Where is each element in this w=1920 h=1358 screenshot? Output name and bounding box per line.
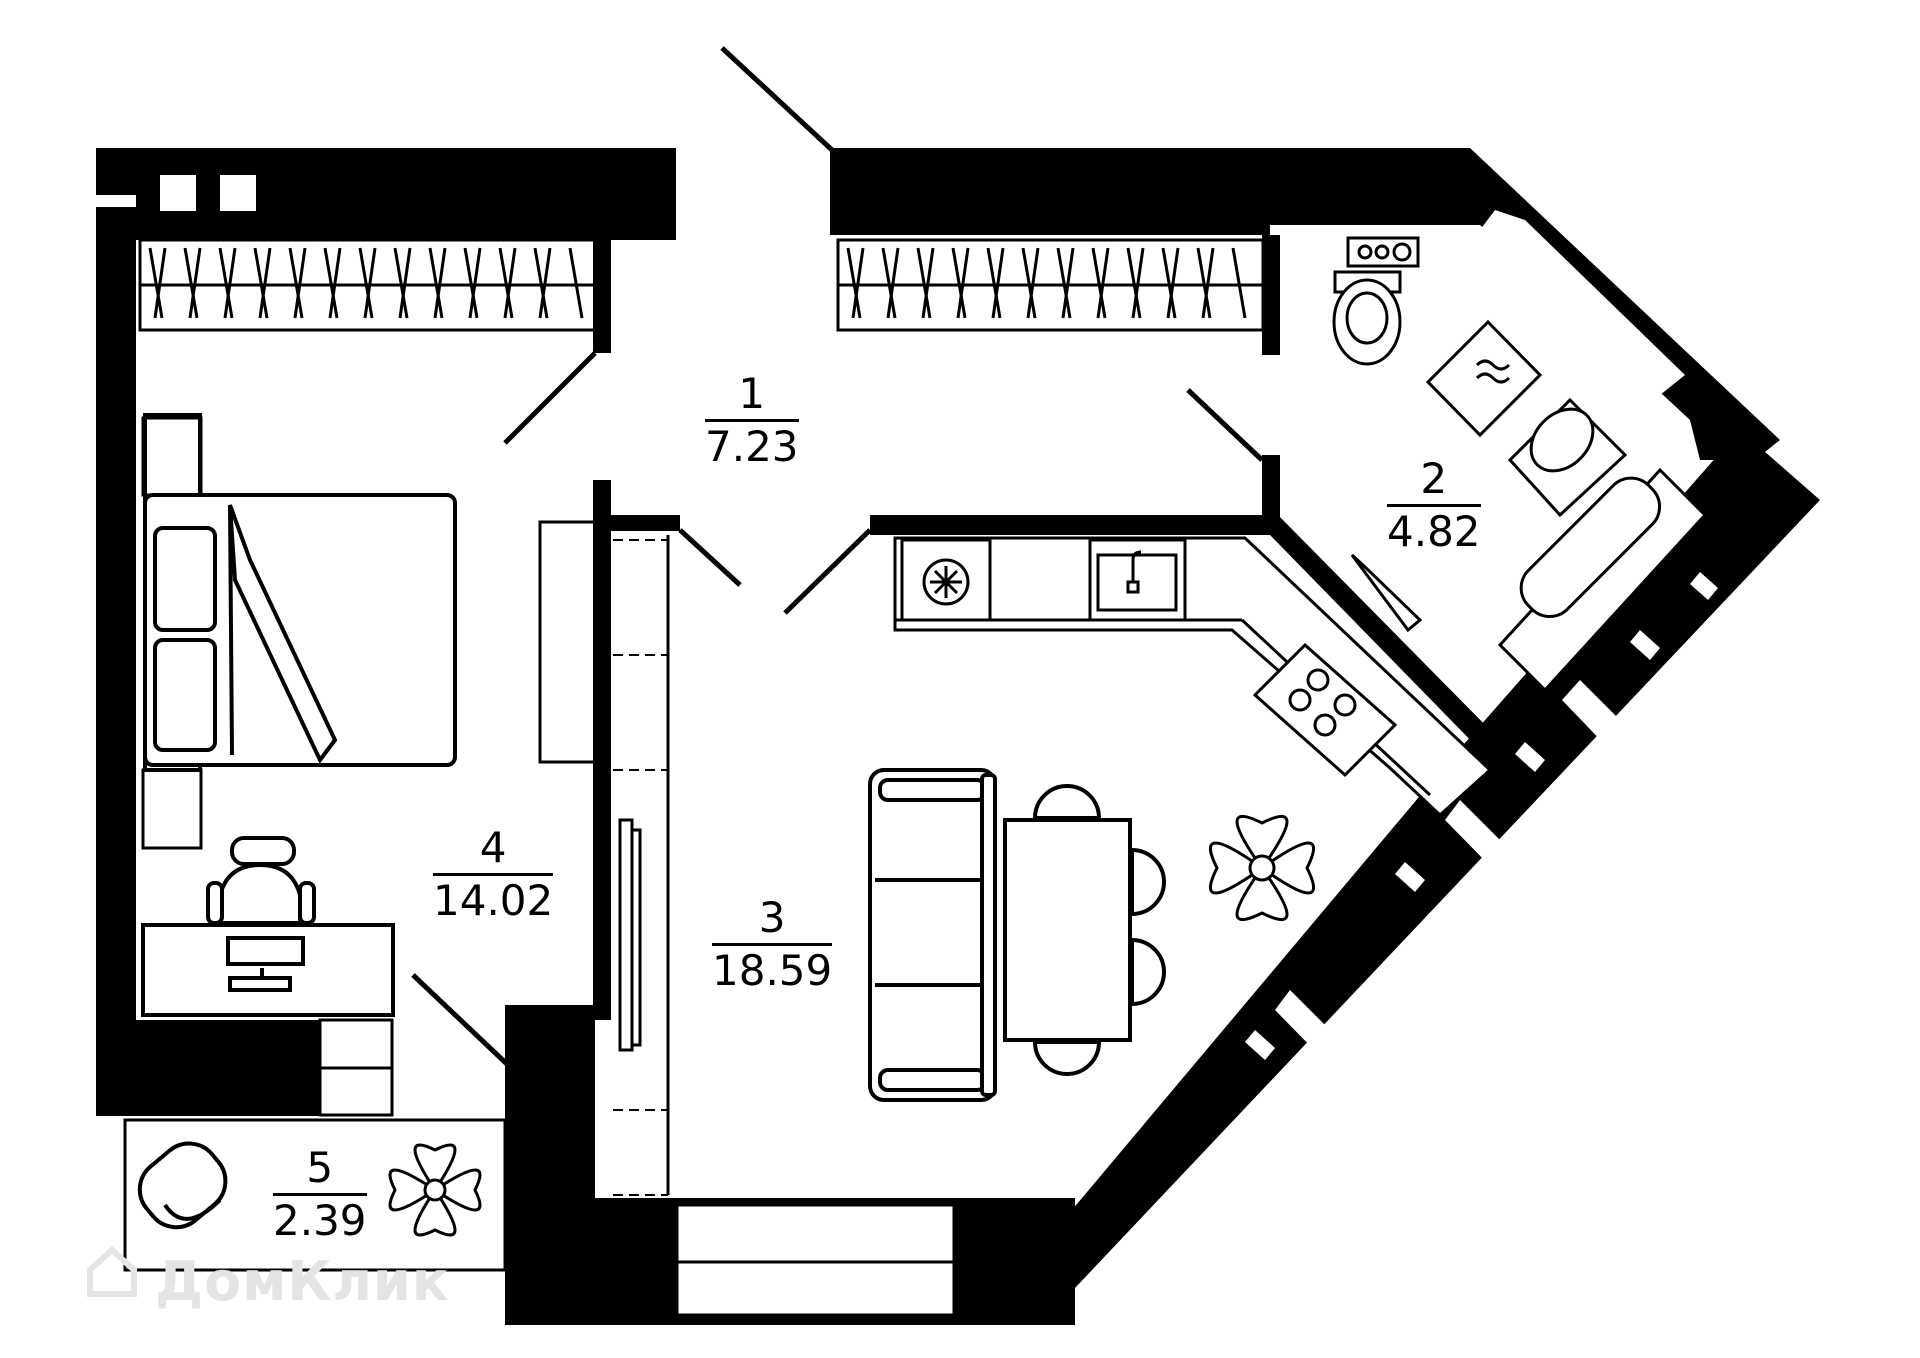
wall-kitchen-bath [870, 515, 1500, 755]
wall-bedroom-bottom [96, 1020, 321, 1116]
drawers [318, 1018, 394, 1117]
sofa [868, 768, 997, 1102]
bed [143, 413, 457, 772]
room-number: 1 [705, 373, 799, 422]
bedroom-door [503, 351, 597, 445]
wardrobe-left [138, 238, 597, 332]
house-logo-icon [87, 1245, 137, 1297]
wall-top-right [830, 148, 1780, 460]
room-number: 2 [1387, 458, 1481, 507]
bathroom-fixtures [1332, 236, 1708, 693]
room-label-5: 5 2.39 [273, 1147, 367, 1242]
room-area: 14.02 [433, 876, 554, 925]
room-label-1: 1 7.23 [705, 373, 799, 468]
room-label-3: 3 18.59 [712, 897, 833, 995]
desk [141, 923, 395, 1017]
balcony-plant [388, 1143, 482, 1237]
bedside-tables [141, 416, 203, 850]
wall-stub-left [593, 233, 611, 353]
room-area: 7.23 [705, 422, 799, 471]
kitchen-door-1 [678, 528, 742, 587]
room-number: 3 [712, 897, 833, 946]
kitchen-stove [1252, 642, 1398, 778]
washing-machine [900, 538, 992, 622]
wall-east-diagonal [1040, 430, 1820, 1325]
wall-cabinet [538, 520, 597, 764]
living-plant [1208, 814, 1316, 922]
wall-kitchen-stub [610, 515, 680, 531]
balcony-door [411, 973, 510, 1067]
room-area: 4.82 [1387, 507, 1481, 556]
window-slits [1245, 572, 1718, 1060]
wall-left [96, 148, 136, 1116]
desk-chair [206, 836, 316, 925]
entrance-door [720, 46, 834, 152]
kitchen-door-2 [783, 528, 872, 615]
bath-door [1186, 388, 1264, 462]
wall-central-column [505, 1005, 595, 1325]
room-number: 5 [273, 1147, 367, 1196]
room-area: 2.39 [273, 1196, 367, 1245]
dining-chairs [1032, 784, 1166, 1076]
kitchen-sink [1088, 538, 1187, 622]
balcony-chair [137, 1141, 228, 1230]
watermark-text: ДомКлик [155, 1250, 450, 1313]
wall-corridor-partition [593, 480, 611, 1020]
wardrobe-right [836, 238, 1265, 332]
wall-bath-top [1262, 235, 1280, 355]
room-label-2: 2 4.82 [1387, 458, 1481, 553]
wall-bath-stub [1262, 455, 1280, 535]
room-number: 4 [433, 827, 554, 876]
tv [618, 818, 642, 1052]
room-label-4: 4 14.02 [433, 827, 554, 925]
room-area: 18.59 [712, 946, 833, 995]
doors [411, 46, 1264, 1067]
dining-table [1003, 818, 1132, 1042]
watermark: ДомКлик [155, 1250, 450, 1313]
corridor-cabinet [613, 539, 668, 1196]
